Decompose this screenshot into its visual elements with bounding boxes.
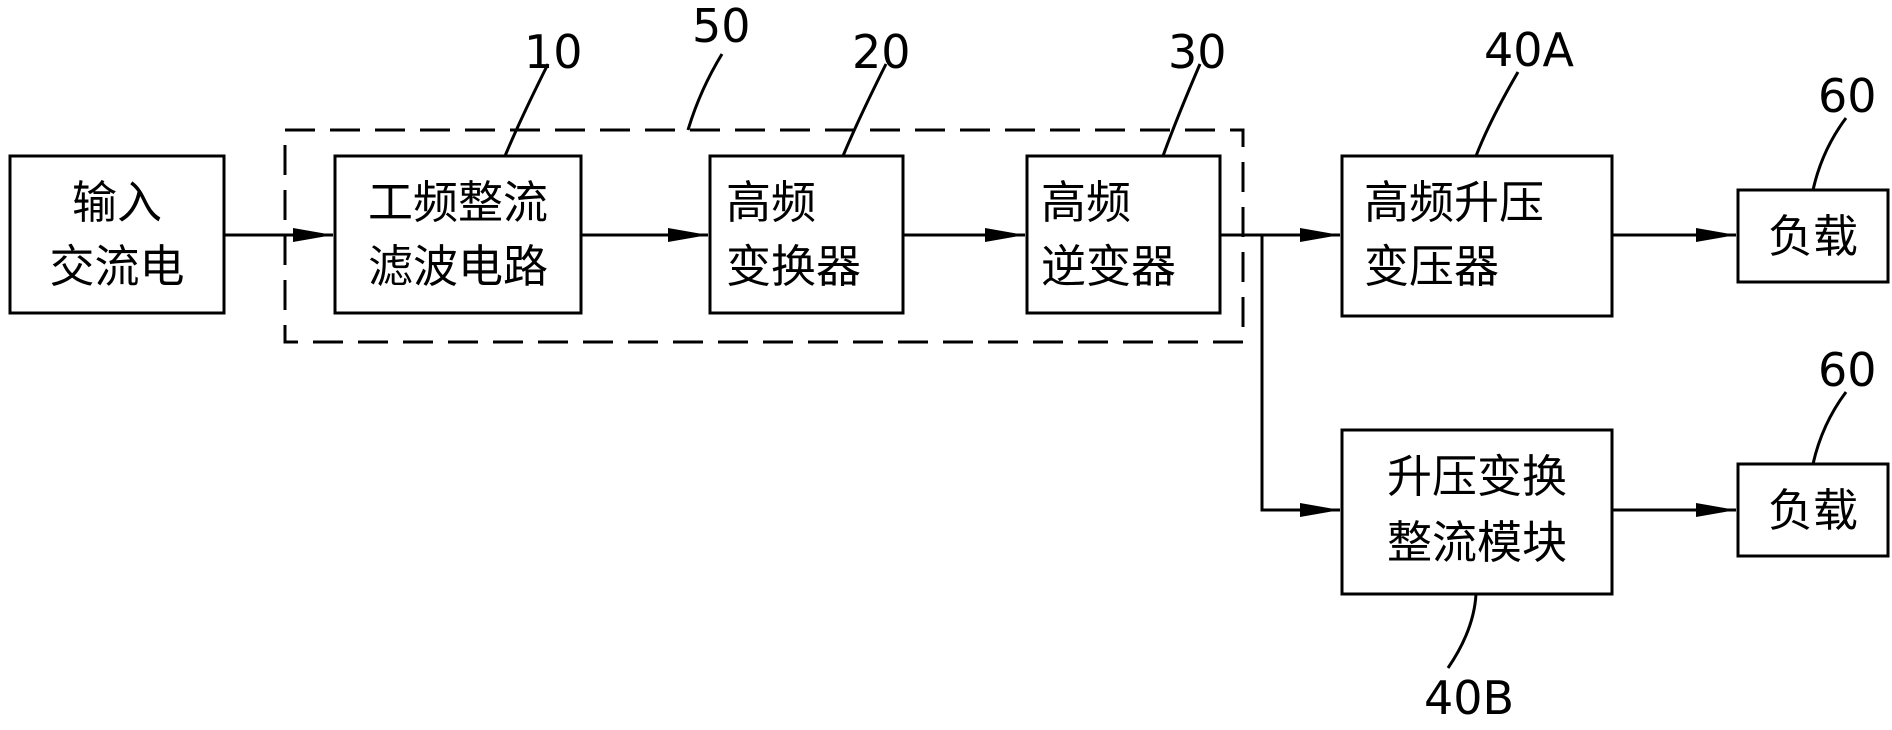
rectifier-label-line1: 工频整流 (368, 176, 548, 229)
leader-60-bottom (1811, 391, 1848, 465)
hf-converter-label-line1: 高频 (726, 176, 816, 229)
hf-transformer-label-line1: 高频升压 (1364, 176, 1544, 229)
hf-converter-block: 高频 变换器 (708, 154, 905, 315)
boost-module-label-line2: 整流模块 (1387, 516, 1567, 569)
load-bottom-label: 负载 (1768, 484, 1858, 537)
leader-40b (1446, 593, 1478, 669)
boost-rectifier-module-block: 升压变换 整流模块 (1340, 428, 1614, 596)
ref-40a: 40A (1484, 23, 1575, 77)
input-ac-block: 输入 交流电 (8, 154, 226, 315)
ref-50: 50 (692, 0, 751, 53)
leader-30 (1161, 63, 1202, 157)
leader-60-top (1811, 117, 1848, 191)
hf-transformer-label-line2: 变压器 (1364, 240, 1499, 293)
ref-40b: 40B (1424, 671, 1514, 725)
hf-inverter-label-line2: 逆变器 (1041, 240, 1176, 293)
leader-20 (841, 63, 888, 157)
leader-10 (503, 63, 550, 157)
input-ac-label-line1: 输入 (72, 176, 162, 229)
ref-10: 10 (524, 25, 583, 79)
ref-30: 30 (1168, 25, 1227, 79)
leader-40a (1474, 71, 1520, 157)
hf-inverter-label-line1: 高频 (1041, 176, 1131, 229)
rectifier-filter-block: 工频整流 滤波电路 (333, 154, 583, 315)
arrow-inverter-to-boost-module (1260, 235, 1340, 517)
load-block-bottom: 负载 (1736, 462, 1890, 558)
hf-converter-label-line2: 变换器 (726, 240, 861, 293)
hf-step-up-transformer-block: 高频升压 变压器 (1340, 154, 1614, 318)
rectifier-label-line2: 滤波电路 (368, 240, 548, 293)
load-top-label: 负载 (1768, 210, 1858, 263)
boost-module-label-line1: 升压变换 (1387, 450, 1567, 503)
input-ac-label-line2: 交流电 (49, 240, 184, 293)
ref-20: 20 (852, 25, 911, 79)
leader-50 (686, 53, 724, 131)
load-block-top: 负载 (1736, 188, 1890, 284)
ref-60-top: 60 (1818, 69, 1877, 123)
ref-60-bottom: 60 (1818, 343, 1877, 397)
hf-inverter-block: 高频 逆变器 (1025, 154, 1222, 315)
